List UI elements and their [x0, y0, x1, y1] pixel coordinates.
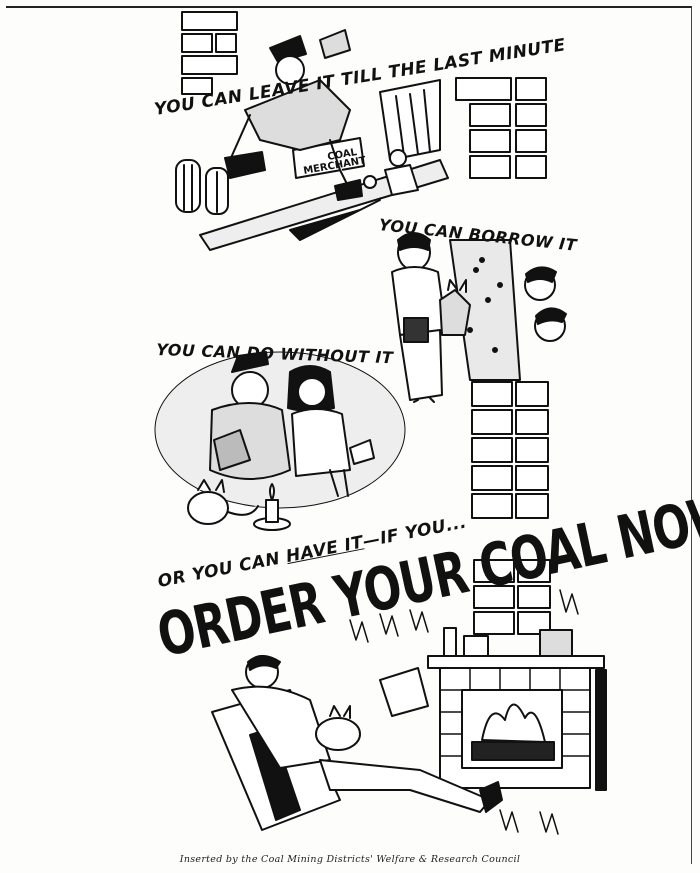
borrow-scene: [391, 232, 567, 403]
fireside-scene: [211, 589, 607, 835]
footer-credit: Inserted by the Coal Mining Districts' W…: [179, 854, 521, 865]
chimney-top-bricks: [181, 11, 547, 179]
chimney-lower-bricks: [473, 559, 551, 635]
street-scene: [175, 29, 449, 251]
chimney-middle-bricks: [471, 381, 549, 519]
coal-merchant-sign-line1: COAL: [327, 147, 359, 163]
cold-couple-scene: [154, 351, 406, 531]
poster-border: [6, 6, 692, 864]
